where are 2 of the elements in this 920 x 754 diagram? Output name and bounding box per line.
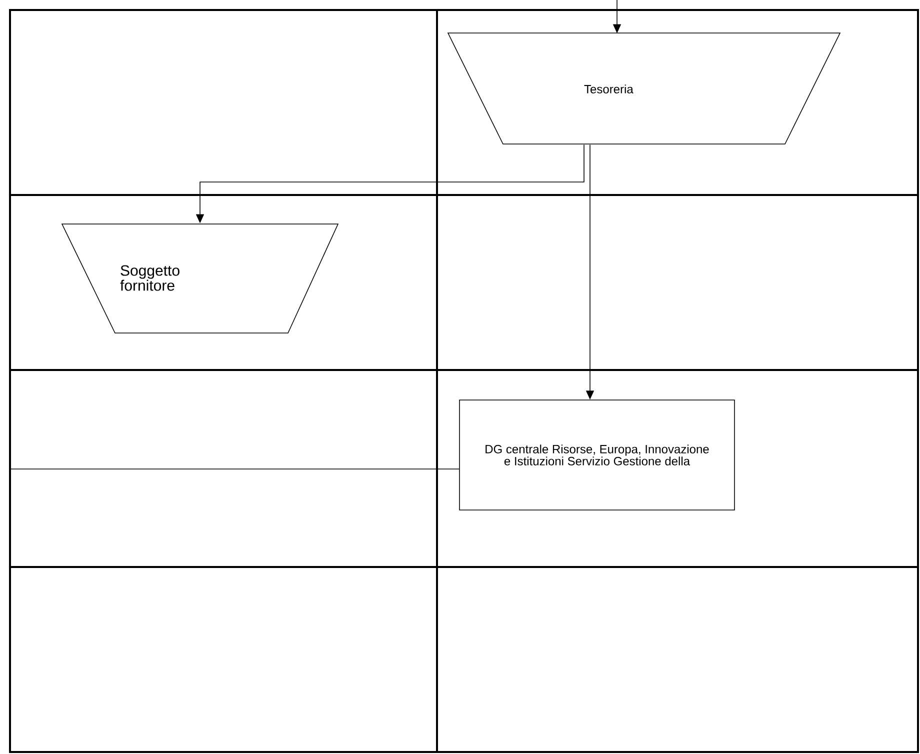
process-box: DG centrale Risorse, Europa, Innovazione e Istituzioni Servizio Gestione della [459,400,735,510]
connector-line [10,468,460,470]
